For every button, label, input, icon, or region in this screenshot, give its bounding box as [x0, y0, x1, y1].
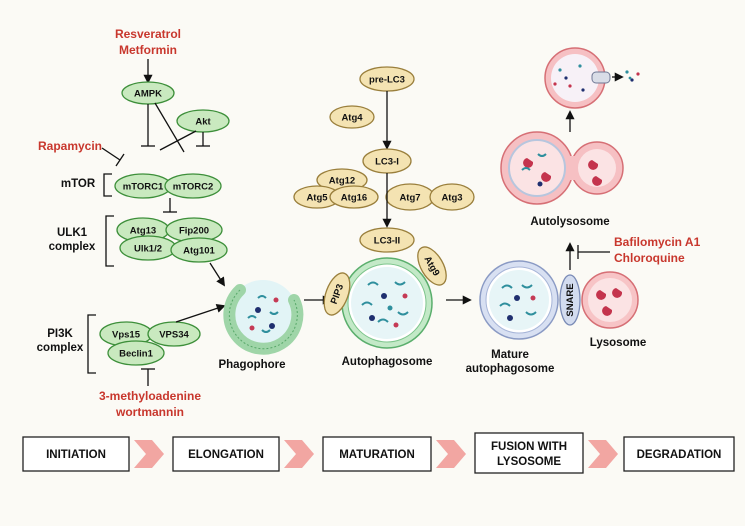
bracket-ulk1: [105, 215, 114, 267]
node-atg7: Atg7: [385, 183, 435, 211]
phagophore-cargo: [247, 295, 279, 333]
arrow-ulk1-to-phagophore: [209, 262, 225, 287]
autophagosome-cargo: [361, 281, 409, 328]
stage-fusion: FUSION WITH LYSOSOME: [474, 432, 584, 474]
degradation-vesicle: [544, 47, 640, 109]
drug-metformin: Metformin: [119, 43, 177, 57]
drug-rapamycin: Rapamycin: [38, 139, 102, 153]
node-akt-label: Akt: [195, 117, 211, 128]
label-ulk1-line1: ULK1: [57, 227, 88, 239]
node-atg7-label: Atg7: [399, 193, 420, 204]
node-prelc3-label: pre-LC3: [369, 75, 405, 86]
node-atg9: Atg9: [417, 246, 447, 286]
node-lc3i-label: LC3-I: [375, 157, 399, 168]
node-fip200-label: Fip200: [179, 226, 209, 237]
node-mtorc2-label: mTORC2: [173, 182, 213, 193]
stage-fusion-label-line1: FUSION WITH: [491, 441, 567, 453]
node-mtorc1: mTORC1: [114, 173, 172, 199]
mature-cargo: [499, 284, 537, 321]
drug-wortmannin: wortmannin: [115, 405, 184, 419]
transporter-icon: [591, 71, 611, 84]
node-atg16-label: Atg16: [341, 193, 367, 204]
node-vps34: VPS34: [147, 321, 201, 347]
mature-autophagosome: [479, 260, 559, 340]
inhibit-ampk-mtorc2: [154, 102, 185, 153]
node-snare: SNARE: [559, 274, 581, 326]
node-atg3-label: Atg3: [441, 193, 462, 204]
label-lysosome: Lysosome: [590, 337, 646, 349]
node-lc3i: LC3-I: [362, 148, 412, 174]
node-atg4: Atg4: [329, 105, 375, 129]
label-autophagosome: Autophagosome: [342, 356, 433, 368]
stage-maturation: MATURATION: [322, 436, 432, 472]
node-ampk-label: AMPK: [134, 89, 162, 100]
node-atg4-label: Atg4: [341, 113, 363, 124]
node-atg101-label: Atg101: [183, 246, 215, 257]
label-autolysosome: Autolysosome: [530, 216, 609, 228]
node-lc3ii-label: LC3-II: [374, 236, 400, 247]
label-ulk1-line2: complex: [49, 241, 96, 253]
node-mtorc1-label: mTORC1: [123, 182, 164, 193]
label-pi3k-line1: PI3K: [47, 328, 73, 340]
phagophore: [223, 280, 304, 355]
drug-3-methyladenine: 3-methyloadenine: [99, 389, 201, 403]
node-ulk12: Ulk1/2: [119, 235, 177, 261]
stage-degradation-label: DEGRADATION: [637, 449, 722, 461]
label-mature-line2: autophagosome: [466, 363, 555, 375]
inhibit-rapamycin-mtorc1: [101, 147, 121, 161]
chevron-1: [134, 440, 164, 468]
node-prelc3: pre-LC3: [359, 66, 415, 92]
autophagosome: [341, 257, 433, 349]
stage-bar: INITIATION ELONGATION MATURATION FUSION …: [22, 432, 735, 474]
node-beclin1-label: Beclin1: [119, 349, 154, 360]
chevron-3: [436, 440, 466, 468]
node-atg12-label: Atg12: [329, 176, 355, 187]
bracket-mtor: [103, 173, 112, 197]
node-ulk12-label: Ulk1/2: [134, 244, 162, 255]
drug-resveratrol: Resveratrol: [115, 27, 181, 41]
stage-initiation-label: INITIATION: [46, 449, 106, 461]
node-akt: Akt: [176, 109, 230, 133]
autolysosome: [500, 131, 624, 205]
node-vps15-label: Vps15: [112, 330, 141, 341]
stage-fusion-label-line2: LYSOSOME: [497, 456, 561, 468]
label-pi3k-line2: complex: [37, 342, 84, 354]
drug-chloroquine: Chloroquine: [614, 251, 685, 265]
stage-initiation: INITIATION: [22, 436, 130, 472]
stage-degradation: DEGRADATION: [623, 436, 735, 472]
node-atg16: Atg16: [329, 185, 379, 209]
node-pip3: PIP3: [323, 272, 351, 316]
label-mtor: mTOR: [61, 178, 96, 190]
node-beclin1: Beclin1: [107, 340, 165, 366]
node-vps34-label: VPS34: [159, 330, 189, 341]
arrow-pi3k-to-phagophore: [175, 303, 226, 323]
node-ampk: AMPK: [121, 81, 175, 105]
node-atg101: Atg101: [170, 237, 228, 263]
label-mature-line1: Mature: [491, 349, 529, 361]
akt-mtorc1-link: [159, 130, 197, 151]
stage-maturation-label: MATURATION: [339, 449, 415, 461]
node-atg13-label: Atg13: [130, 226, 156, 237]
bracket-pi3k: [87, 314, 96, 374]
node-lc3ii: LC3-II: [359, 227, 415, 253]
node-snare-label: SNARE: [565, 283, 576, 316]
node-atg3: Atg3: [429, 183, 475, 211]
node-atg5-label: Atg5: [306, 193, 328, 204]
label-phagophore: Phagophore: [218, 359, 285, 371]
chevron-4: [588, 440, 618, 468]
stage-elongation: ELONGATION: [172, 436, 280, 472]
node-mtorc2: mTORC2: [164, 173, 222, 199]
lysosome: [581, 271, 639, 329]
chevron-2: [284, 440, 314, 468]
drug-bafilomycin: Bafilomycin A1: [614, 235, 701, 249]
stage-elongation-label: ELONGATION: [188, 449, 264, 461]
